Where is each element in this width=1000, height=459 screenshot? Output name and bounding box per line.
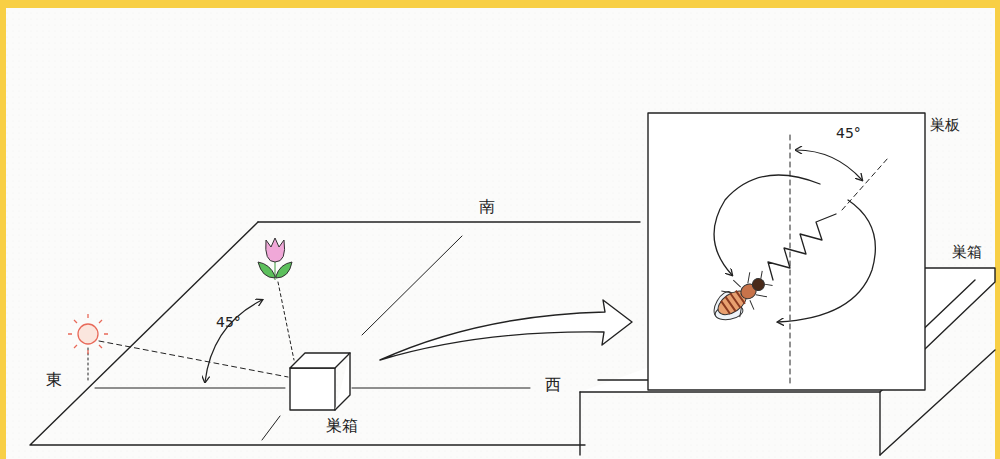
comb-label: 巣板 (930, 118, 960, 133)
direction-east: 東 (46, 372, 62, 388)
angle-label: 45° (836, 126, 861, 140)
hive-label: 巣箱 (326, 418, 358, 434)
hive-label: 巣箱 (952, 245, 982, 260)
direction-south: 南 (479, 199, 495, 215)
direction-west: 西 (545, 377, 561, 393)
angle-label: 45° (216, 315, 241, 329)
